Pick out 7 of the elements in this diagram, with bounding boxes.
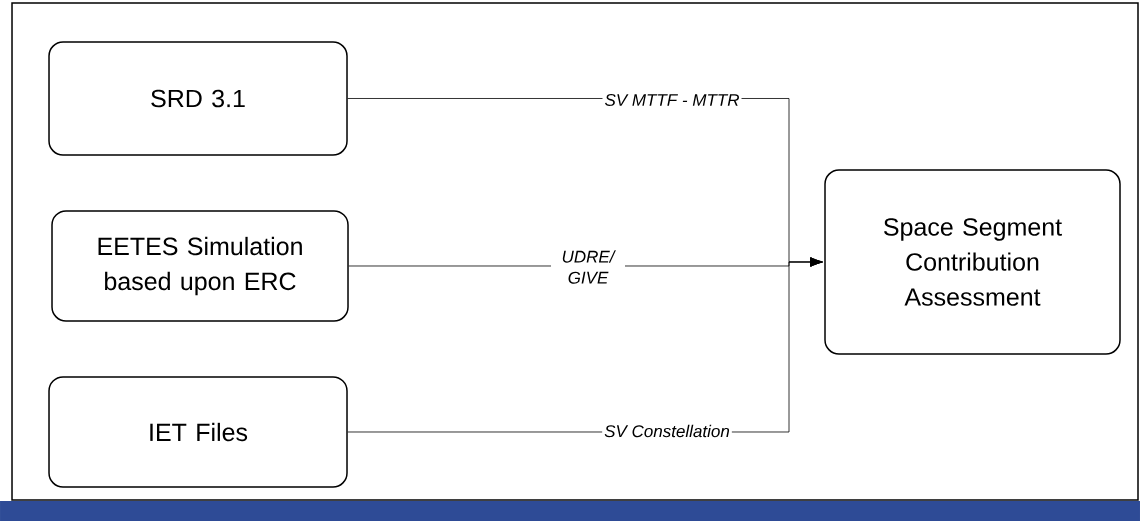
process-box: EETES Simulation based upon ERC — [51, 210, 349, 322]
edge-label: SV Constellation — [602, 422, 732, 440]
process-box: SRD 3.1 — [48, 41, 348, 156]
edge-label: UDRE/ GIVE — [551, 248, 625, 286]
edge-label: SV MTTF - MTTR — [602, 92, 742, 108]
process-box: IET Files — [48, 376, 348, 488]
process-box: Space Segment Contribution Assessment — [824, 169, 1121, 355]
